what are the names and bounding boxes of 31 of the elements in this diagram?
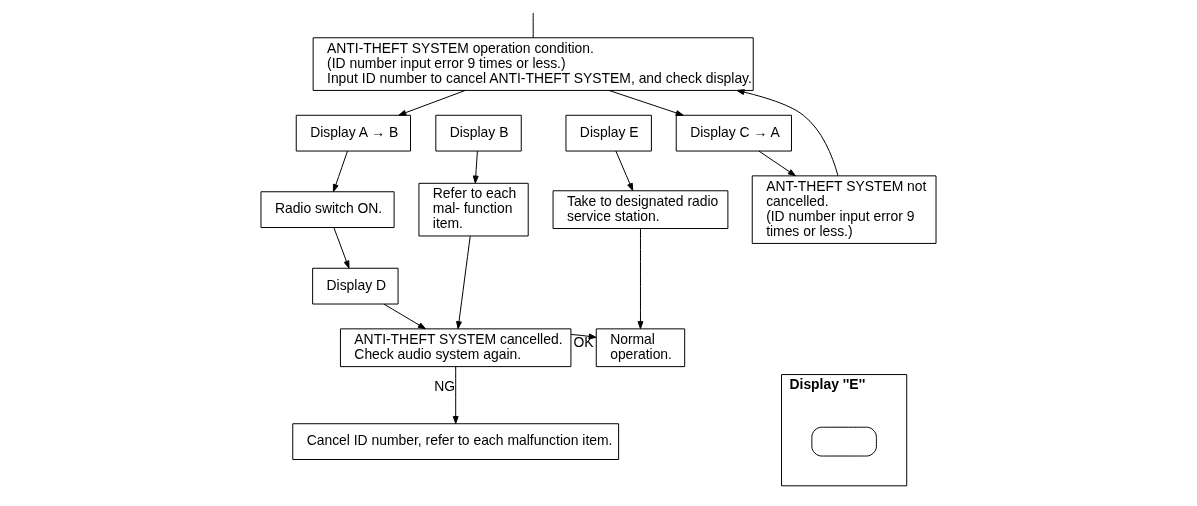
node-box: ANTI-THEFT SYSTEM operation condition. (ID number input error 9 times or less.) Input ID number to cancel ANTI-THEFT SYSTEM, and check display. bbox=[312, 37, 754, 91]
node-box: Display E bbox=[565, 114, 652, 152]
arrow bbox=[615, 150, 634, 191]
node-box: Normal operation. bbox=[595, 328, 686, 368]
node-box: Radio switch ON. bbox=[260, 191, 395, 229]
node-box: Display A → B bbox=[295, 114, 411, 152]
node-box bbox=[811, 426, 877, 457]
cluster: Display ''E'' bbox=[781, 374, 908, 487]
arrow bbox=[383, 303, 426, 330]
node-box: Display B bbox=[435, 114, 522, 152]
node-box: ANT-THEFT SYSTEM not cancelled. (ID number input error 9 times or less.) bbox=[751, 175, 937, 244]
arrow bbox=[608, 89, 684, 116]
edge-label: OK bbox=[573, 333, 594, 350]
arrow bbox=[570, 333, 597, 340]
arrow bbox=[758, 150, 796, 177]
arrow bbox=[456, 235, 471, 330]
node-box: Cancel ID number, refer to each malfunction item. bbox=[292, 423, 620, 460]
node-box: Take to designated radio service station. bbox=[552, 190, 729, 229]
node-box: ANTI-THEFT SYSTEM cancelled. Check audio system again. bbox=[339, 328, 572, 368]
arrow bbox=[472, 150, 479, 184]
node-box: Display D bbox=[312, 267, 399, 305]
edge-label: NG bbox=[434, 378, 456, 395]
arrow bbox=[736, 89, 839, 177]
arrow bbox=[332, 150, 348, 193]
node-box: Refer to each mal- function item. bbox=[418, 182, 529, 237]
node-box: Display C → A bbox=[675, 114, 792, 152]
arrow bbox=[637, 228, 644, 330]
arrow bbox=[398, 89, 466, 116]
arrow bbox=[333, 227, 350, 269]
arrow bbox=[452, 366, 459, 424]
connector bbox=[532, 12, 534, 38]
